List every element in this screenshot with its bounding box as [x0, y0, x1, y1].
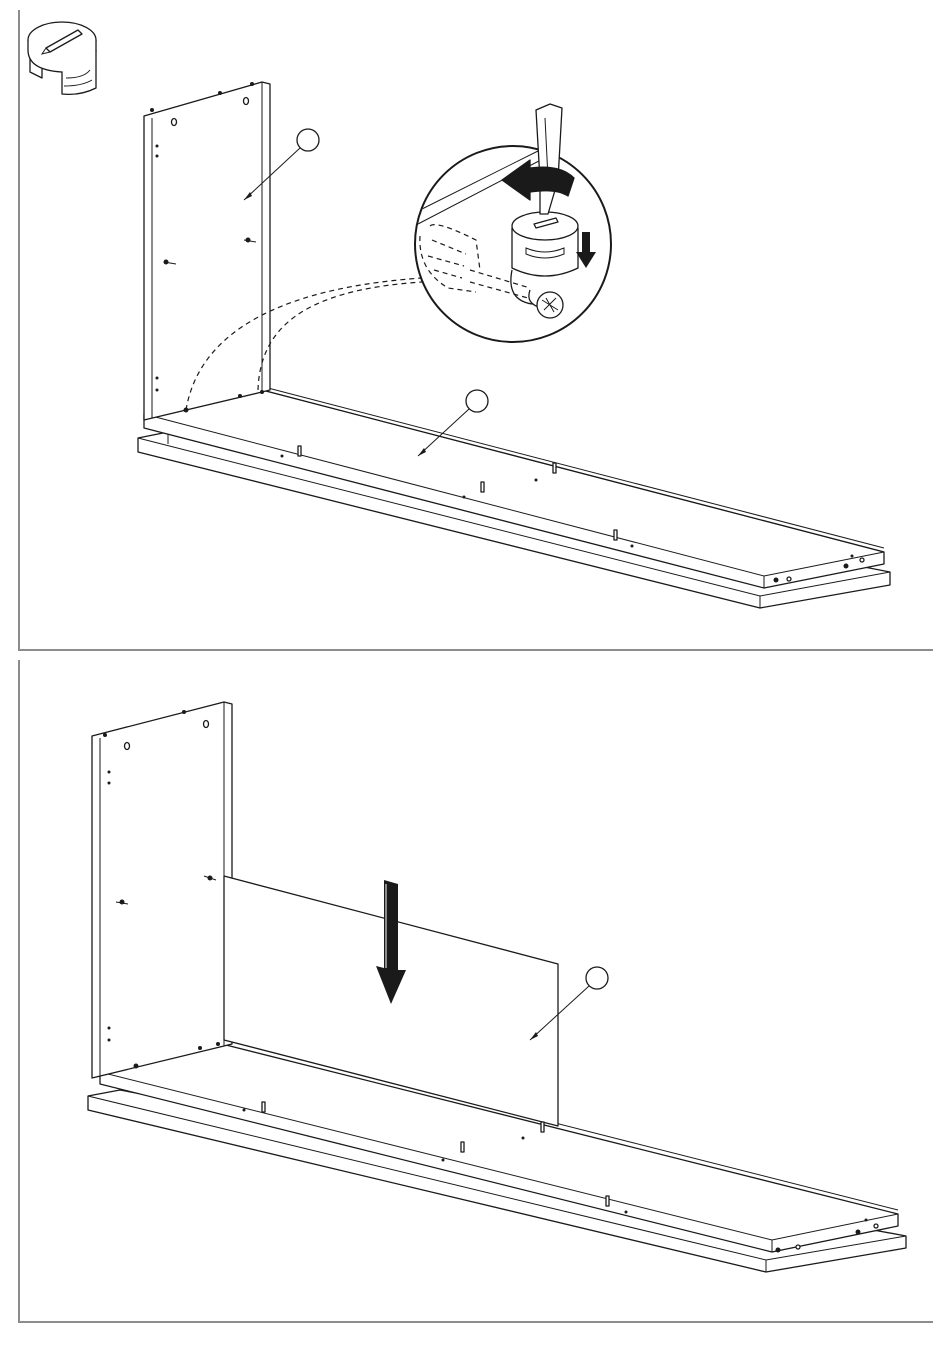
screwdriver-turning-cam-lock-icon [415, 104, 611, 342]
bottom-panel-1 [144, 388, 884, 588]
side-panel-2 [92, 702, 232, 1078]
side-panel-1 [144, 82, 270, 420]
cam-lock-fitting-icon [28, 22, 96, 94]
